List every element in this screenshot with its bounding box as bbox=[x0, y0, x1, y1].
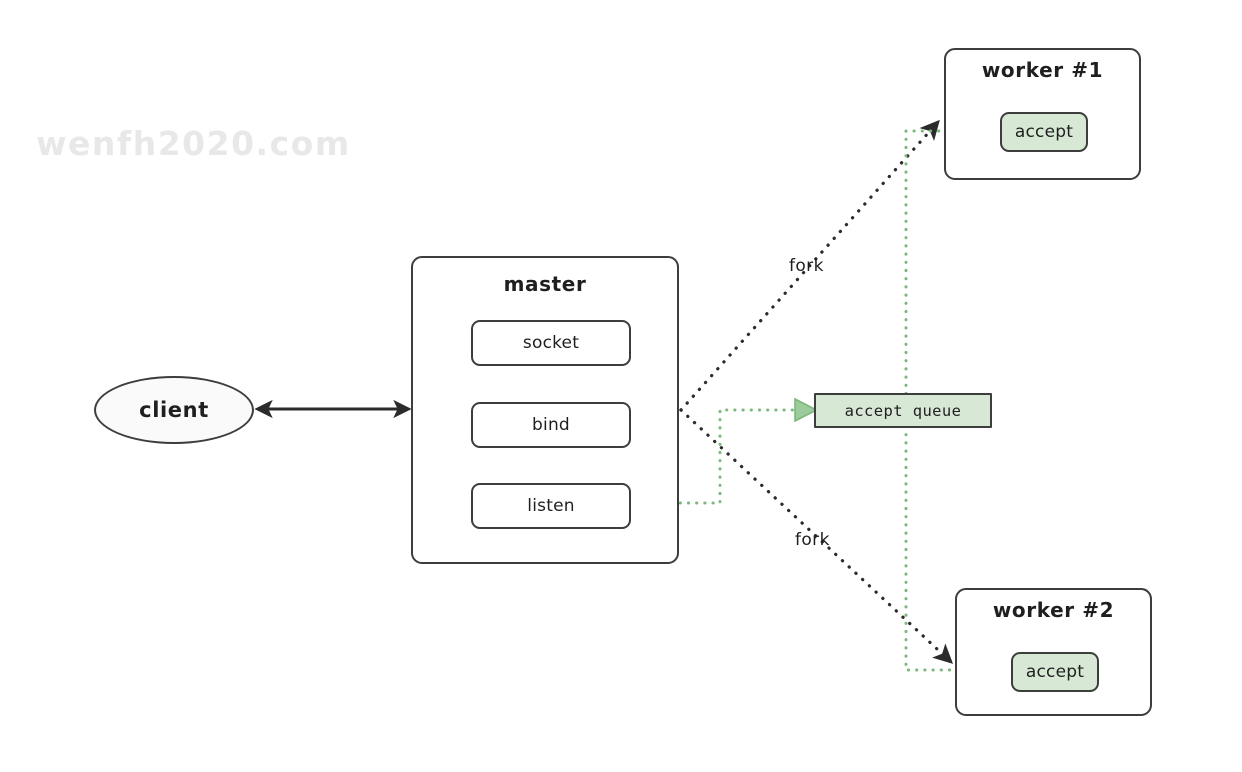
label-fork-top: fork bbox=[789, 256, 824, 276]
node-socket-label: socket bbox=[522, 333, 580, 353]
edge-queue-worker1-accept bbox=[904, 131, 996, 412]
node-client-label: client bbox=[139, 398, 209, 422]
node-worker-1-accept-label: accept bbox=[1014, 122, 1074, 142]
node-listen-label: listen bbox=[527, 496, 575, 516]
node-worker-2-title: worker #2 bbox=[992, 598, 1115, 622]
node-worker-1-accept[interactable]: accept bbox=[1000, 112, 1088, 152]
watermark: wenfh2020.com bbox=[36, 124, 351, 163]
edge-fork-worker2 bbox=[679, 408, 954, 664]
node-listen[interactable]: listen bbox=[471, 483, 631, 529]
node-bind-label: bind bbox=[532, 415, 570, 435]
node-client[interactable]: client bbox=[94, 376, 254, 444]
node-master[interactable]: master socket bind listen bbox=[411, 256, 679, 564]
label-fork-bottom: fork bbox=[795, 530, 830, 550]
edge-fork-worker1 bbox=[679, 119, 940, 412]
node-worker-2-accept[interactable]: accept bbox=[1011, 652, 1099, 692]
node-worker-1[interactable]: worker #1 accept bbox=[944, 48, 1141, 180]
node-worker-2-accept-label: accept bbox=[1025, 662, 1085, 682]
node-bind[interactable]: bind bbox=[471, 402, 631, 448]
node-worker-1-title: worker #1 bbox=[981, 58, 1104, 82]
node-accept-queue[interactable]: accept queue bbox=[814, 393, 992, 428]
node-socket[interactable]: socket bbox=[471, 320, 631, 366]
node-master-title: master bbox=[503, 272, 587, 296]
node-worker-2[interactable]: worker #2 accept bbox=[955, 588, 1152, 716]
node-accept-queue-label: accept queue bbox=[844, 401, 962, 420]
